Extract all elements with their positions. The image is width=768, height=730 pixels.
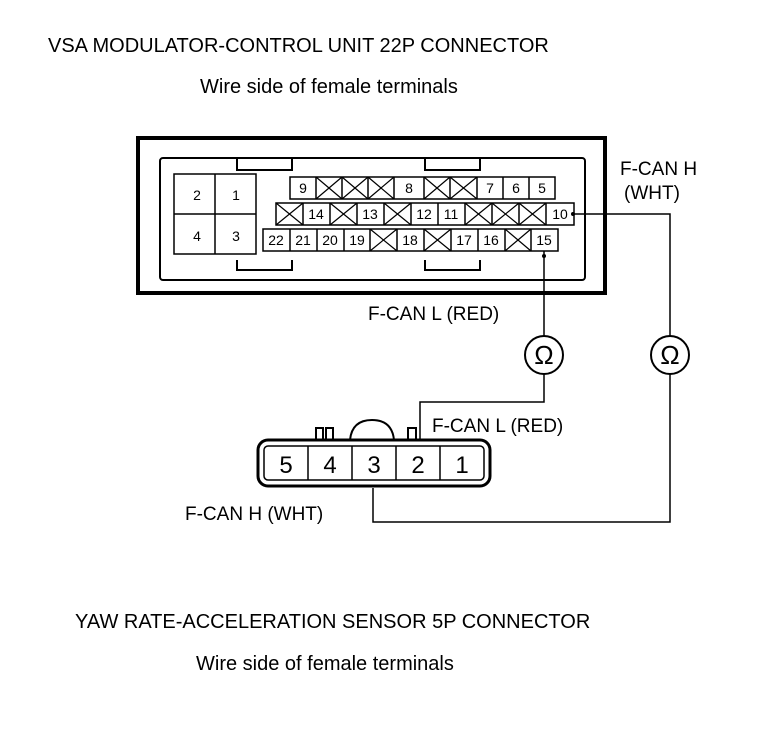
connector-22p: 2 1 4 3 9 8 7 6 5 (136, 136, 607, 295)
latch-tab-bottom-right (424, 260, 481, 271)
top-connector-title: VSA MODULATOR-CONTROL UNIT 22P CONNECTOR (48, 35, 549, 57)
pin-2: 2 (193, 187, 201, 203)
label-fcan-h-top: F-CAN H (620, 159, 697, 180)
pin-5p-2: 2 (411, 452, 424, 479)
pin-3: 3 (232, 228, 240, 244)
pin-4: 4 (193, 228, 201, 244)
pin-9: 9 (299, 180, 307, 196)
pin-5p-1: 1 (455, 452, 468, 479)
pin-12: 12 (416, 206, 432, 222)
pin-18: 18 (402, 232, 418, 248)
pin-17: 17 (456, 232, 472, 248)
pin-8: 8 (405, 180, 413, 196)
pin-7: 7 (486, 180, 494, 196)
pin-13: 13 (362, 206, 378, 222)
pin-5: 5 (538, 180, 546, 196)
pin-10: 10 (552, 206, 568, 222)
pin-15: 15 (536, 232, 552, 248)
connector-5p: 5 4 3 2 1 (256, 418, 492, 488)
wire-fcan-h-lower (372, 374, 671, 523)
ohmmeter-fcan-h: Ω (650, 335, 690, 375)
connector-22p-inner (159, 157, 586, 281)
pin-22: 22 (268, 232, 284, 248)
pin-5p-4: 4 (323, 452, 336, 479)
pin-14: 14 (308, 206, 324, 222)
pin-5p-3: 3 (367, 452, 380, 479)
pin-11: 11 (444, 206, 459, 222)
pin-5p-5: 5 (279, 452, 292, 479)
pin-1: 1 (232, 187, 240, 203)
pin-6: 6 (512, 180, 520, 196)
pin-21: 21 (295, 232, 311, 248)
label-fcan-l-mid: F-CAN L (RED) (432, 416, 563, 437)
connector-22p-outer (136, 136, 607, 295)
label-fcan-h-bottom: F-CAN H (WHT) (185, 504, 323, 525)
ohmmeter-fcan-l: Ω (524, 335, 564, 375)
ohm-icon: Ω (660, 340, 679, 370)
probe-dot-pin10 (571, 212, 575, 216)
connector-5p-body (256, 438, 492, 488)
wire-fcan-h-upper (574, 213, 671, 336)
label-fcan-h-wht-top: (WHT) (624, 183, 680, 204)
latch-tab-top-right (424, 157, 481, 171)
probe-dot-pin15 (542, 254, 546, 258)
pin-19: 19 (349, 232, 365, 248)
top-connector-subtitle: Wire side of female terminals (200, 76, 458, 98)
bottom-connector-subtitle: Wire side of female terminals (196, 653, 454, 675)
bottom-connector-title: YAW RATE-ACCELERATION SENSOR 5P CONNECTO… (75, 611, 590, 633)
label-fcan-l-top: F-CAN L (RED) (368, 304, 499, 325)
latch-tab-top-left (236, 157, 293, 171)
pin-16: 16 (483, 232, 499, 248)
ohm-icon: Ω (534, 340, 553, 370)
pin-20: 20 (322, 232, 338, 248)
latch-tab-bottom-left (236, 260, 293, 271)
wire-fcan-l-lower (419, 374, 545, 440)
